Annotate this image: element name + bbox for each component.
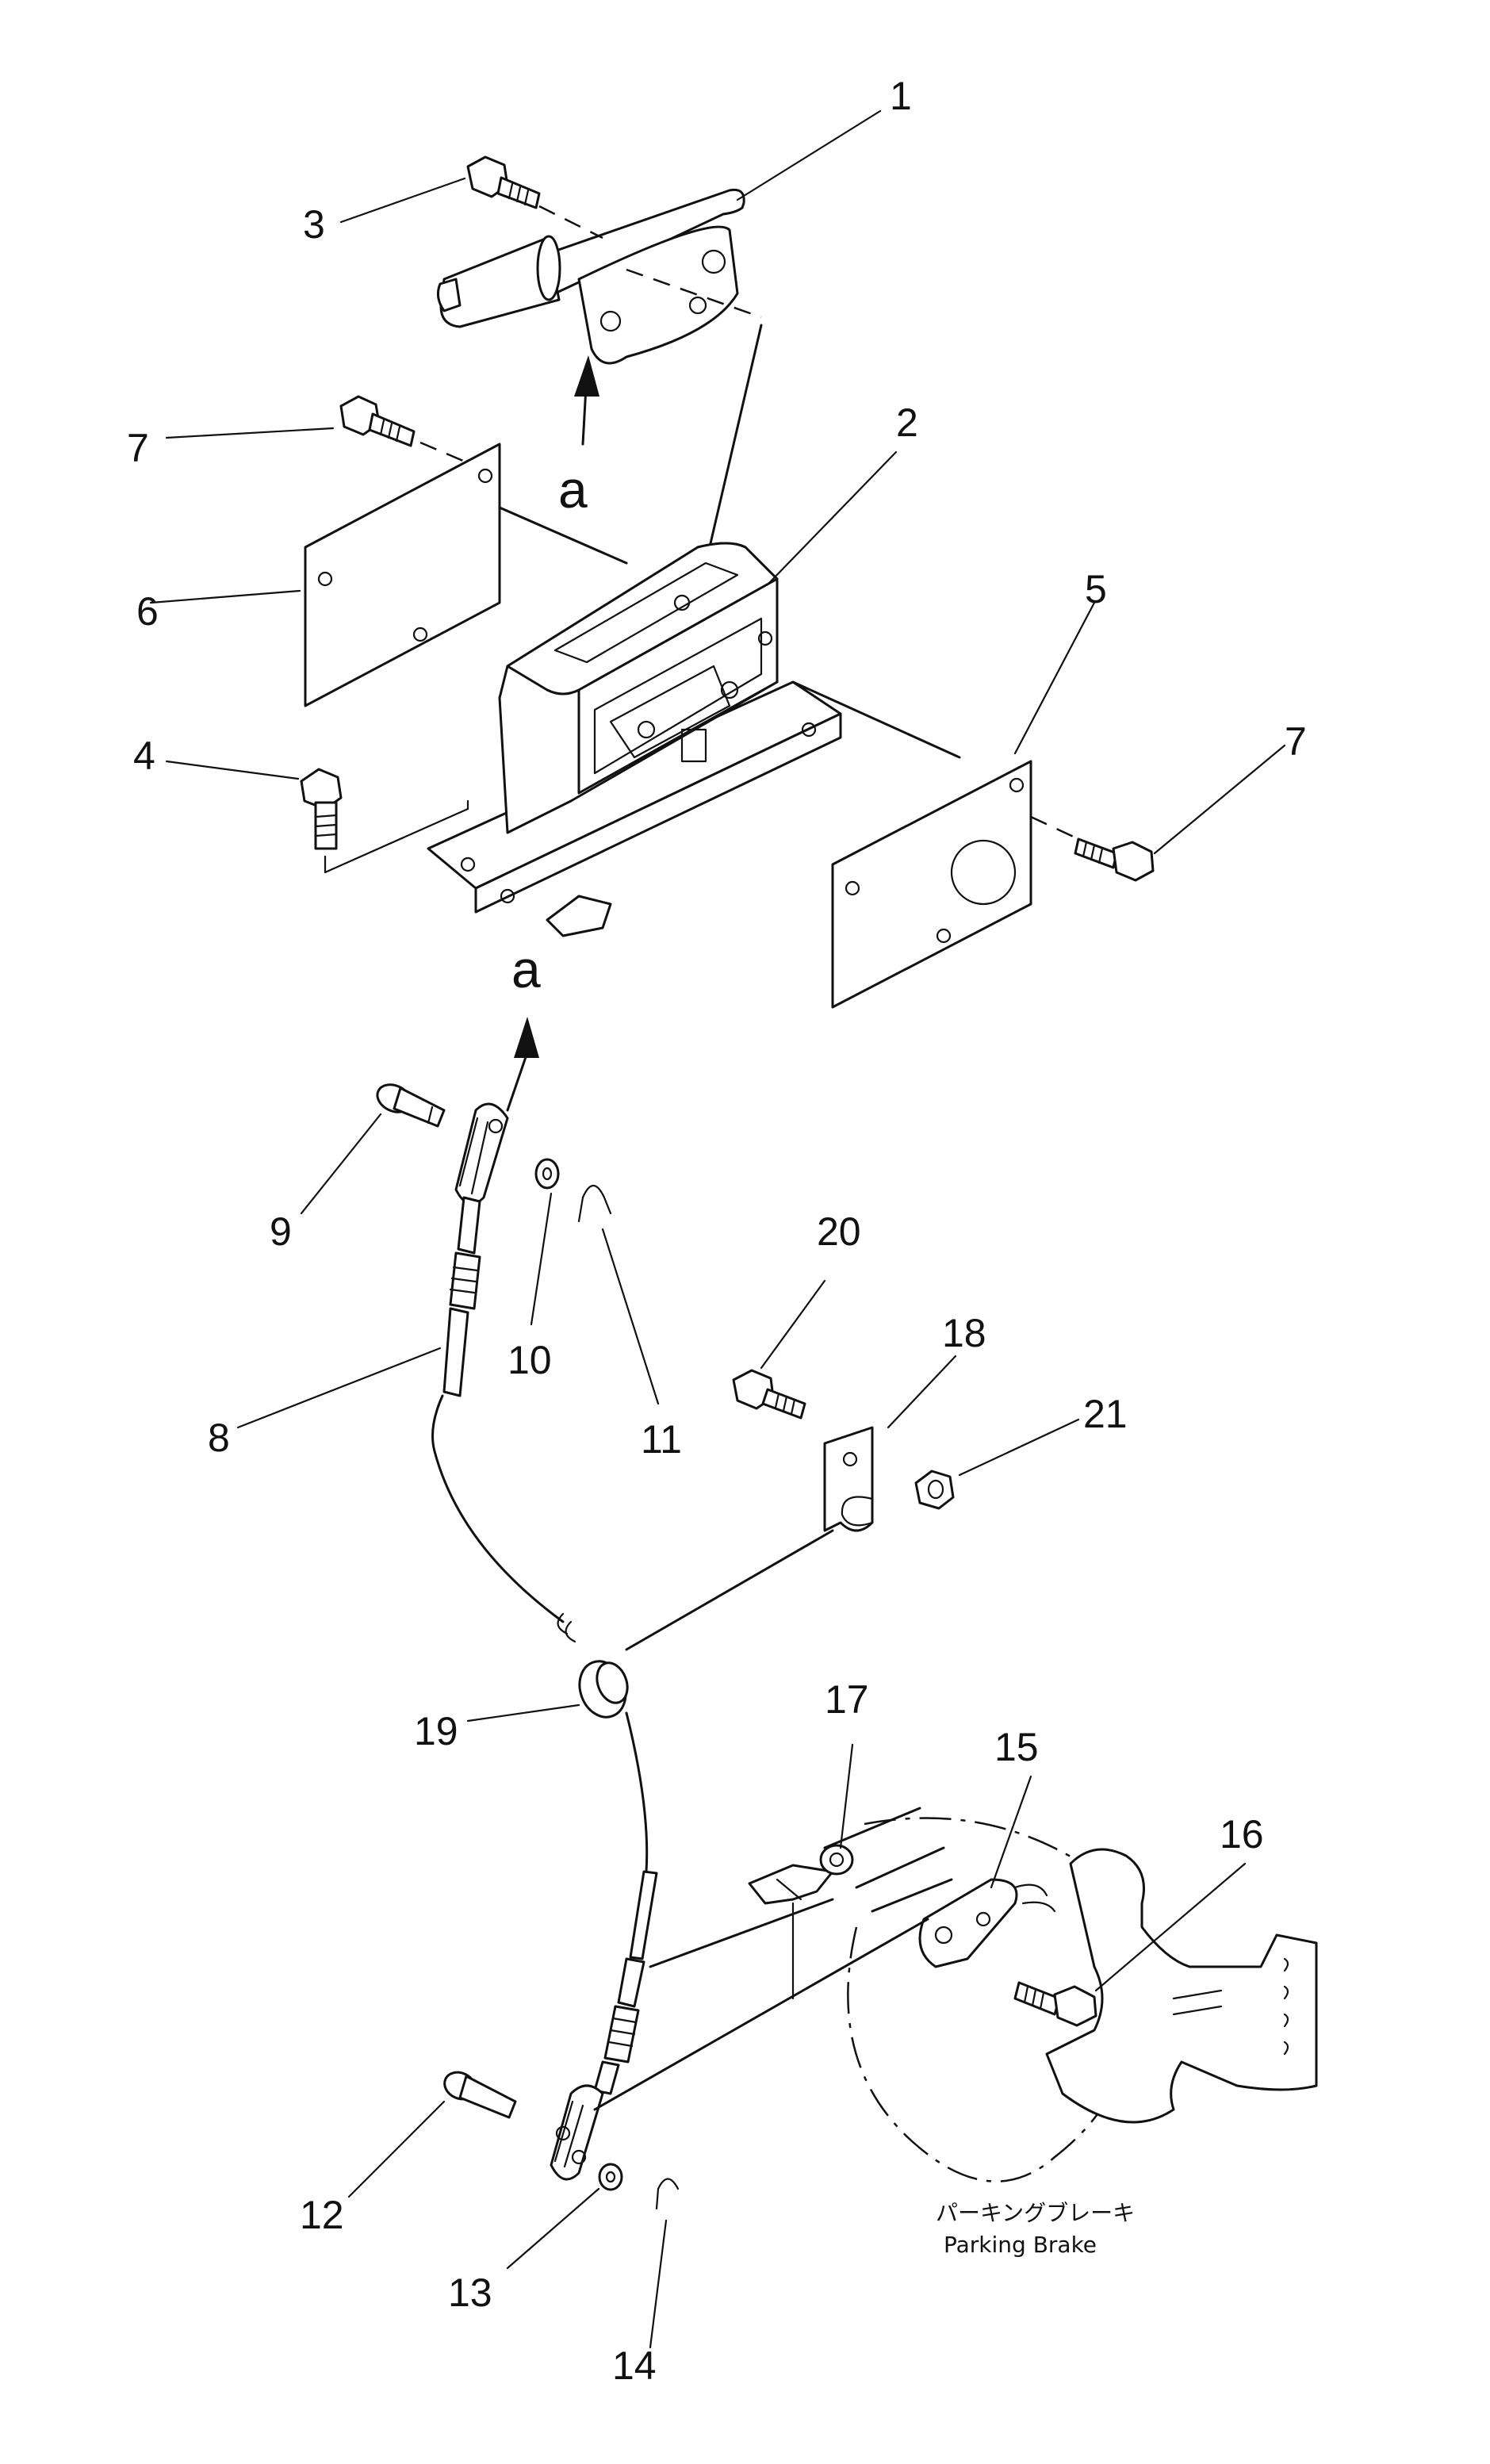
callout-20: 20: [817, 1209, 861, 1254]
cotter-pin-11-icon: [577, 1184, 612, 1223]
callout-19: 19: [414, 1709, 458, 1753]
bracket-2: [427, 542, 842, 937]
callout-5: 5: [1085, 567, 1107, 611]
callout-1: 1: [890, 74, 912, 118]
callout-16: 16: [1220, 1812, 1264, 1857]
bolt-7-upper-icon: [339, 395, 416, 447]
callout-14: 14: [612, 2343, 657, 2388]
bolt-7-right-icon: [1074, 837, 1155, 882]
callout-3: 3: [303, 202, 325, 247]
callout-18: 18: [942, 1311, 986, 1355]
bolt-4-icon: [300, 768, 343, 850]
callout-11: 11: [641, 1417, 682, 1462]
pin-12-icon: [443, 2071, 517, 2119]
caption-english: Parking Brake: [944, 2232, 1097, 2258]
view-marker-top: a: [558, 460, 588, 519]
lever-handle: [436, 188, 745, 365]
plate-5: [831, 760, 1032, 1009]
view-marker-bottom: a: [511, 940, 541, 998]
washer-13-icon: [598, 2163, 623, 2191]
callout-10: 10: [508, 1338, 552, 1382]
cable-8: [431, 1102, 565, 1623]
cotter-pin-14-icon: [655, 2178, 680, 2210]
bolt-16-icon: [1013, 1981, 1097, 2027]
caption-japanese: パーキングブレーキ: [936, 2200, 1135, 2226]
grommet-19-icon: [578, 1660, 629, 1719]
parking-brake-assembly: [748, 1807, 1318, 2182]
callout-13: 13: [448, 2270, 492, 2315]
callout-17: 17: [825, 1677, 869, 1722]
callout-21: 21: [1083, 1392, 1128, 1436]
bolt-20-icon: [732, 1369, 806, 1420]
pin-9-icon: [376, 1083, 446, 1128]
callout-7a: 7: [127, 426, 149, 470]
plate-6: [304, 443, 501, 707]
callout-12: 12: [300, 2193, 344, 2237]
callout-6: 6: [136, 589, 159, 634]
callout-7b: 7: [1285, 719, 1307, 764]
clip-plate-18: [823, 1426, 874, 1532]
cable-lower-end: [550, 1870, 658, 2181]
callout-8: 8: [208, 1416, 230, 1460]
nut-21-icon: [914, 1470, 955, 1510]
callout-15: 15: [994, 1725, 1039, 1769]
bolt-3-icon: [466, 155, 541, 209]
callout-4: 4: [133, 734, 155, 778]
callout-2: 2: [896, 400, 918, 445]
washer-10-icon: [534, 1158, 560, 1190]
callout-9: 9: [270, 1209, 292, 1254]
